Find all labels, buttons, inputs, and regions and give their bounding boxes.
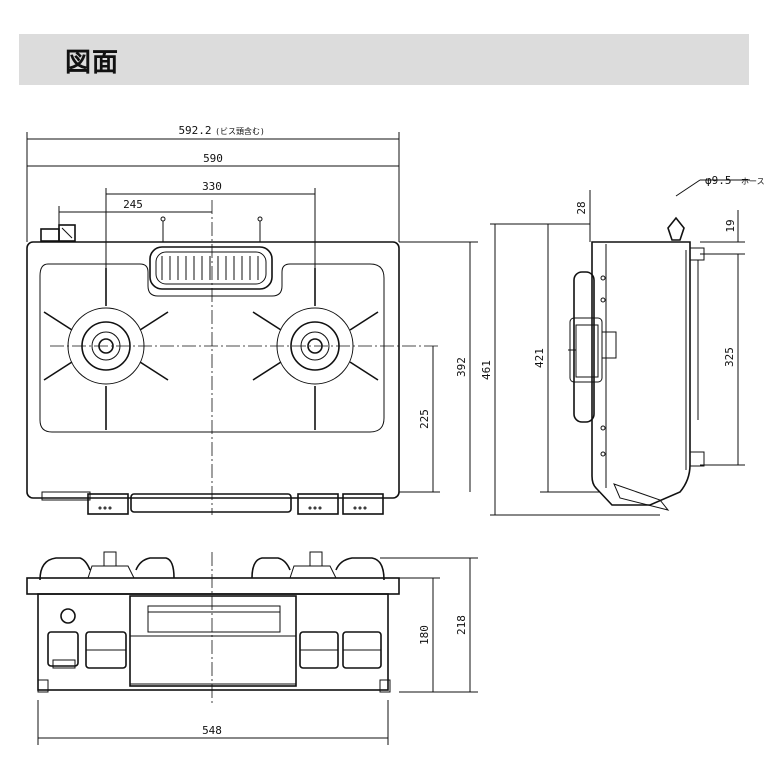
dim-gas-inlet-note: ホース xyxy=(741,177,765,186)
grill-vent-inner xyxy=(155,251,267,285)
grill-vent-slats xyxy=(161,256,259,280)
grill-vent xyxy=(149,246,273,290)
dim-side-rear-depth: 325 xyxy=(723,347,736,367)
dim-top-plate-depth: 392 xyxy=(455,357,468,377)
header-bar: 図面 xyxy=(19,34,749,85)
dim-overall-depth: 461 xyxy=(480,360,493,380)
dim-overall-width: 590 xyxy=(203,152,223,165)
right-burner xyxy=(252,268,379,430)
dim-left-burner-offset: 245 xyxy=(123,198,143,211)
top-view: 592.2 (ビス頭含む) 590 330 245 225 392 461 xyxy=(26,124,660,516)
front-view: 548 180 218 xyxy=(26,551,478,745)
page-title: 図面 xyxy=(65,48,120,78)
dim-burner-center-depth: 225 xyxy=(418,409,431,429)
dim-body-height: 180 xyxy=(418,625,431,645)
dim-gas-inlet-diameter: φ9.5 xyxy=(705,174,732,187)
dim-gas-inlet-height: 19 xyxy=(724,219,737,232)
top-tray-outline xyxy=(39,263,385,433)
dim-side-upper-offset: 28 xyxy=(575,201,588,214)
side-view: 421 28 φ9.5 ホース 19 325 xyxy=(533,174,765,511)
gas-inlet xyxy=(40,224,76,242)
dim-burner-pitch: 330 xyxy=(202,180,222,193)
dim-overall-width-incl-screw: 592.2 xyxy=(178,124,211,137)
dim-overall-height: 218 xyxy=(455,615,468,635)
dim-overall-width-note: (ビス頭含む) xyxy=(215,126,265,136)
dim-body-width: 548 xyxy=(202,724,222,737)
top-view-front-controls xyxy=(41,491,384,515)
top-plate-outline xyxy=(26,241,400,499)
dim-side-depth: 421 xyxy=(533,348,546,368)
